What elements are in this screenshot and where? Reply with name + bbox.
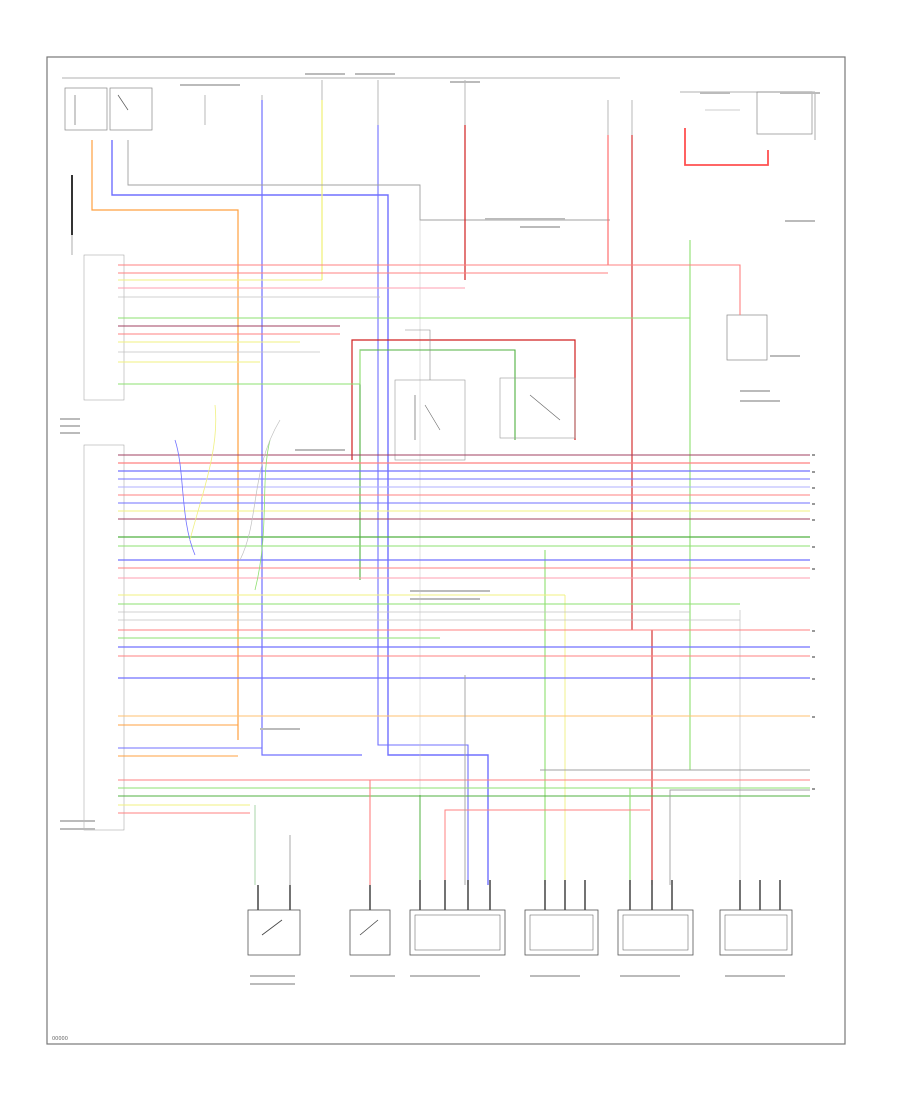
bottom-connector-d	[524, 880, 599, 956]
fuse-group	[204, 80, 633, 135]
bottom-connector-f	[719, 880, 793, 956]
top-fuse-section	[62, 77, 816, 255]
bottom-connector-e	[617, 880, 694, 956]
right-pin-markers	[812, 454, 815, 790]
upper-connector	[83, 254, 125, 401]
corner-tag: 00000	[52, 1036, 68, 1042]
illegible-labels	[60, 73, 820, 985]
bottom-connector-c	[409, 880, 506, 956]
upper-horizontal-wires	[118, 264, 740, 385]
diagram-border	[46, 56, 846, 1045]
center-relay-block	[351, 264, 768, 580]
lower-horizontal-wires	[118, 454, 810, 885]
bottom-switch-a	[247, 885, 301, 956]
bottom-switch-b	[349, 885, 391, 956]
crossing-wires	[174, 404, 281, 591]
vertical-wires	[91, 100, 741, 885]
